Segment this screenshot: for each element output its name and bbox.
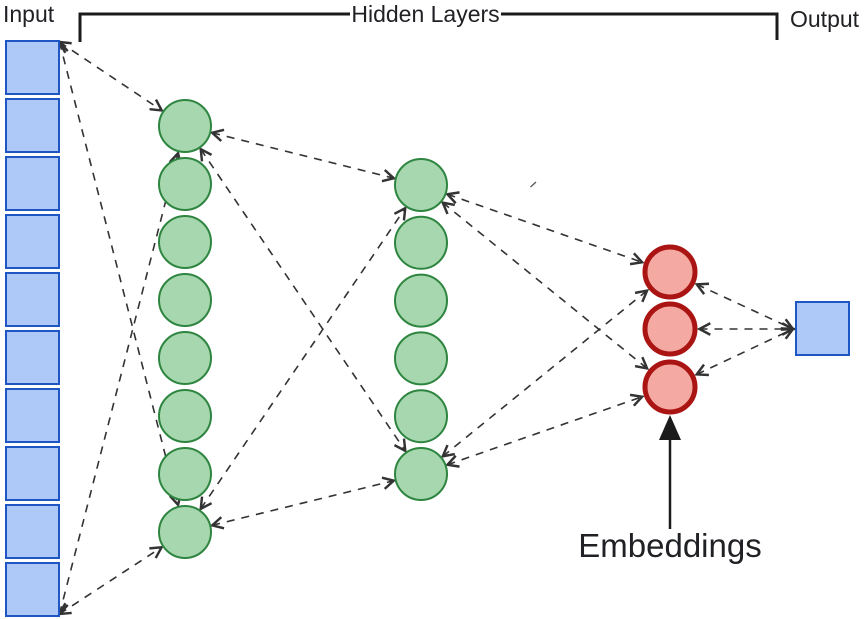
input-label: Input [3, 1, 55, 27]
output-node-group [795, 301, 850, 356]
hidden1-node [158, 505, 212, 559]
connection-line [201, 149, 406, 451]
embeddings-arrow [659, 415, 681, 529]
hidden1-node [158, 273, 212, 327]
connection-line [201, 208, 406, 509]
hidden2-node [394, 158, 448, 212]
input-node [5, 272, 60, 327]
hidden1-node [158, 447, 212, 501]
input-node [5, 156, 60, 211]
input-node [5, 214, 60, 269]
embedding-node [642, 244, 698, 300]
hidden1-node [158, 99, 212, 153]
hidden1-node [158, 215, 212, 269]
connection-line [60, 547, 162, 614]
connection-lines [60, 42, 794, 614]
hidden1-node [158, 331, 212, 385]
hidden1-node [158, 389, 212, 443]
input-node [5, 388, 60, 443]
embedding-layer [642, 244, 698, 415]
hidden2-node [394, 273, 448, 328]
connection-line [447, 194, 642, 262]
hidden-layer-2 [394, 158, 448, 501]
output-node [795, 301, 850, 356]
hidden-layer-1 [158, 99, 212, 559]
connection-line [443, 203, 647, 369]
embedding-node [642, 359, 698, 415]
connection-line [212, 133, 394, 178]
stray-mark [530, 181, 537, 188]
input-node [5, 446, 60, 501]
stray-dash [530, 181, 537, 188]
input-node [5, 562, 60, 617]
output-label: Output [790, 6, 860, 32]
bracket-line [78, 12, 779, 42]
connection-line [447, 397, 642, 465]
hidden-layers-label: Hidden Layers [351, 1, 500, 27]
input-node [5, 40, 60, 95]
input-node [5, 504, 60, 559]
connection-line [60, 153, 179, 614]
embeddings-label: Embeddings [578, 527, 762, 564]
hidden2-node [394, 331, 448, 386]
connection-line [443, 291, 647, 457]
connection-line [697, 329, 793, 374]
connection-line [212, 481, 394, 526]
hidden1-node [158, 157, 212, 211]
input-layer [5, 40, 60, 617]
embedding-node [642, 301, 698, 357]
hidden-layers-bracket [78, 12, 779, 42]
connection-line [697, 284, 793, 329]
embeddings-arrowhead [659, 415, 681, 440]
input-node [5, 98, 60, 153]
hidden2-node [394, 447, 448, 501]
input-node [5, 330, 60, 385]
hidden2-node [394, 215, 448, 270]
hidden2-node [394, 389, 448, 444]
connection-line [60, 42, 179, 505]
